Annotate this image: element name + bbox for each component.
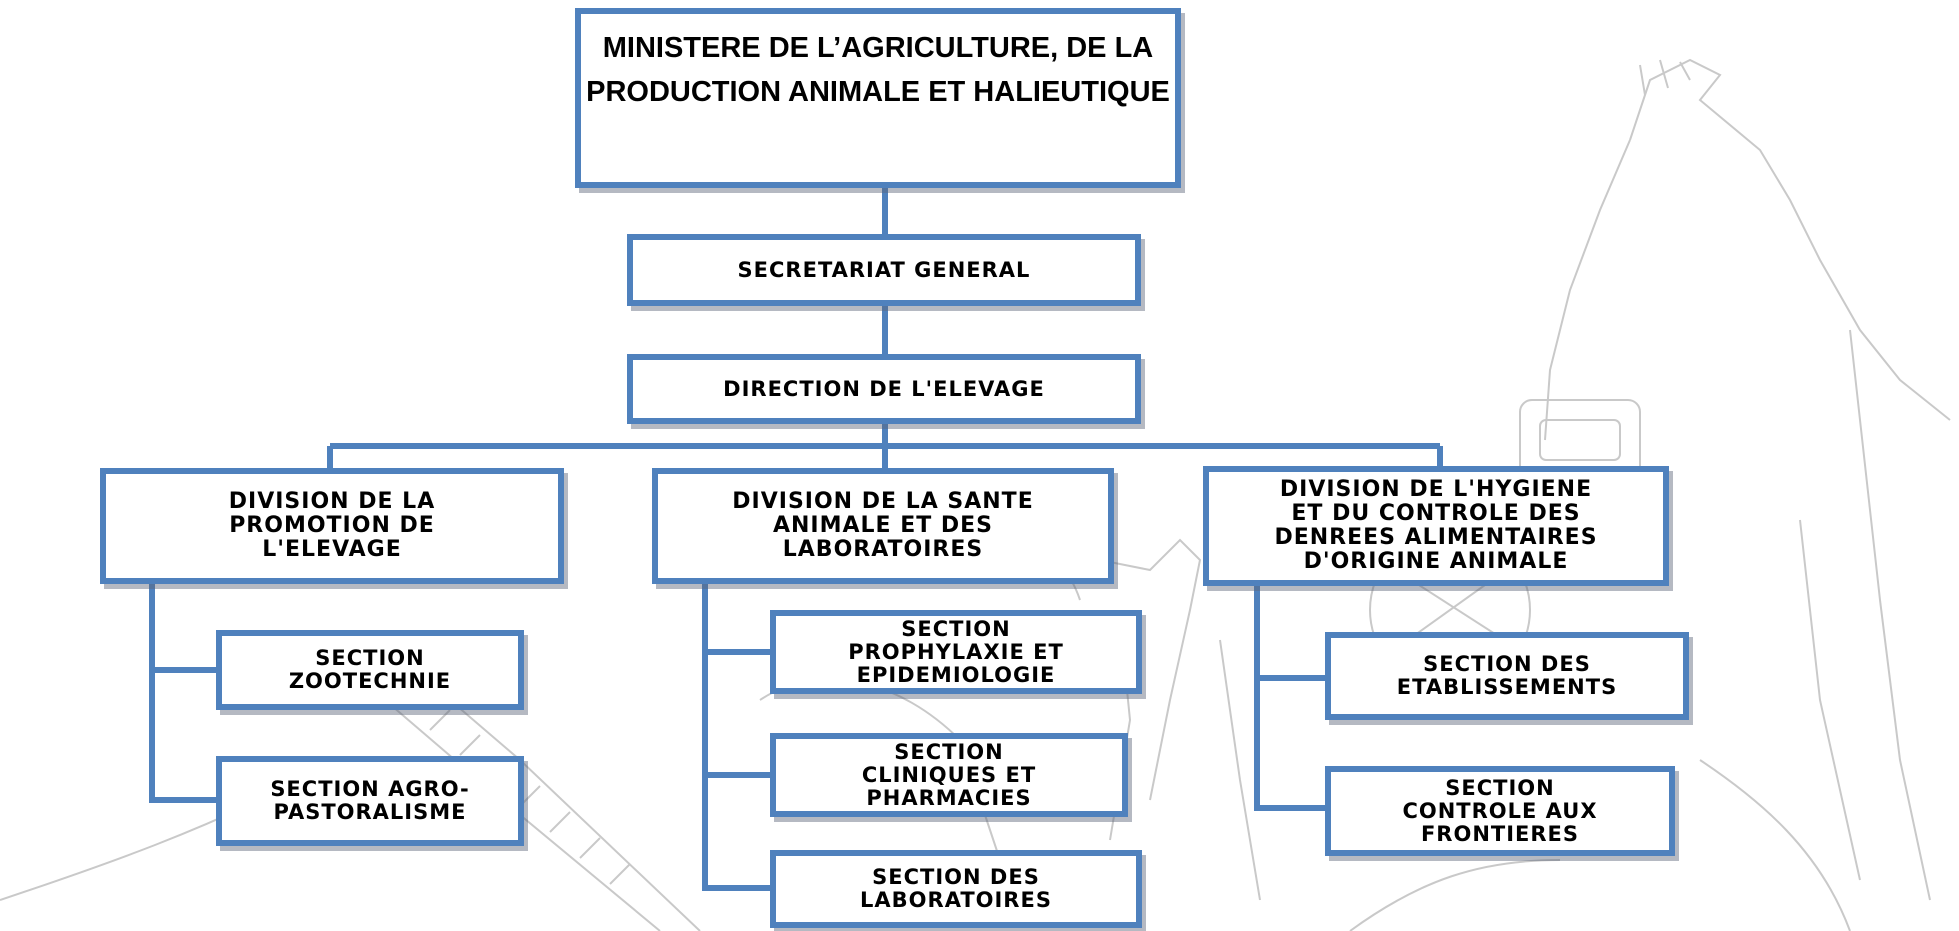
ministry-box: MINISTERE DE L’AGRICULTURE, DE LA PRODUC… [575, 8, 1181, 188]
secretariat-label: SECRETARIAT GENERAL [737, 258, 1031, 282]
division-sante-label: DIVISION DE LA SANTE ANIMALE ET DES LABO… [732, 489, 1034, 562]
division-hygiene-label: DIVISION DE L'HYGIENE ET DU CONTROLE DES… [1274, 477, 1598, 574]
section-laboratoires-box: SECTION DES LABORATOIRES [770, 850, 1142, 928]
section-zootechnie-box: SECTION ZOOTECHNIE [216, 630, 524, 710]
division-sante-box: DIVISION DE LA SANTE ANIMALE ET DES LABO… [652, 468, 1114, 584]
section-etablissements-box: SECTION DES ETABLISSEMENTS [1325, 632, 1689, 720]
connector-div1-spine [149, 583, 218, 803]
section-zootechnie-label: SECTION ZOOTECHNIE [288, 646, 452, 693]
ministry-title: MINISTERE DE L’AGRICULTURE, DE LA PRODUC… [586, 32, 1170, 108]
section-prophylaxie-label: SECTION PROPHYLAXIE ET EPIDEMIOLOGIE [848, 616, 1064, 687]
section-laboratoires-label: SECTION DES LABORATOIRES [860, 865, 1052, 912]
section-controle-frontieres-label: SECTION CONTROLE AUX FRONTIERES [1402, 775, 1598, 846]
division-hygiene-box: DIVISION DE L'HYGIENE ET DU CONTROLE DES… [1203, 466, 1669, 586]
direction-label: DIRECTION DE L'ELEVAGE [723, 377, 1045, 401]
section-cliniques-label: SECTION CLINIQUES ET PHARMACIES [861, 739, 1037, 810]
section-agropastoralisme-label: SECTION AGRO- PASTORALISME [270, 777, 470, 824]
section-agropastoralisme-box: SECTION AGRO- PASTORALISME [216, 756, 524, 846]
direction-box: DIRECTION DE L'ELEVAGE [627, 354, 1141, 424]
section-controle-frontieres-box: SECTION CONTROLE AUX FRONTIERES [1325, 766, 1675, 856]
division-promotion-box: DIVISION DE LA PROMOTION DE L'ELEVAGE [100, 468, 564, 584]
section-etablissements-label: SECTION DES ETABLISSEMENTS [1396, 652, 1618, 699]
connector-div3-spine [1254, 583, 1327, 811]
division-promotion-label: DIVISION DE LA PROMOTION DE L'ELEVAGE [228, 489, 436, 562]
section-prophylaxie-box: SECTION PROPHYLAXIE ET EPIDEMIOLOGIE [770, 610, 1142, 694]
section-cliniques-box: SECTION CLINIQUES ET PHARMACIES [770, 733, 1128, 817]
secretariat-box: SECRETARIAT GENERAL [627, 234, 1141, 306]
connector-div2-spine [702, 583, 772, 891]
